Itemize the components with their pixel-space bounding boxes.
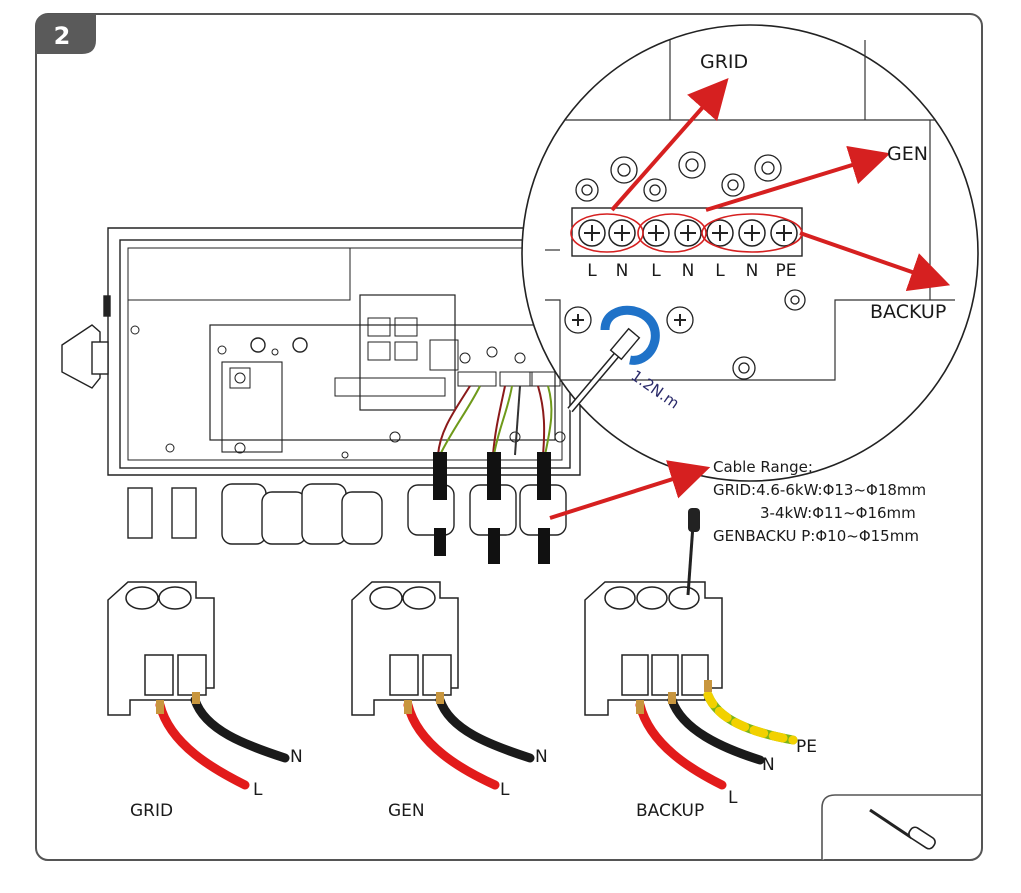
- terminal-letter: N: [682, 261, 695, 281]
- dc-switch: [61, 295, 111, 389]
- step-badge: 2: [36, 14, 96, 54]
- cable-range-line: 3-4kW:Φ11~Φ16mm: [760, 504, 916, 522]
- grid-wire-n: N: [290, 747, 303, 767]
- screwdriver-icon: [869, 808, 936, 850]
- callout-gen: GEN: [887, 143, 928, 165]
- terminal-letter: L: [715, 261, 725, 281]
- callout-grid: GRID: [700, 51, 748, 73]
- terminal-letter: N: [746, 261, 759, 281]
- diagram-frame: [35, 13, 983, 861]
- cable-range-spec: Cable Range: GRID:4.6-6kW:Φ13~Φ18mm 3-4k…: [713, 458, 926, 545]
- backup-wire-pe: PE: [796, 737, 817, 757]
- gen-wire-n: N: [535, 747, 548, 767]
- grid-caption: GRID: [130, 801, 173, 821]
- backup-caption: BACKUP: [636, 801, 704, 821]
- terminal-letter: PE: [776, 261, 797, 281]
- cable-range-line: GRID:4.6-6kW:Φ13~Φ18mm: [713, 481, 926, 499]
- cable-sleeves: [433, 452, 551, 564]
- backup-wire-l: L: [728, 788, 738, 808]
- gen-wire-l: L: [500, 780, 510, 800]
- cable-range-title: Cable Range:: [713, 458, 813, 476]
- gen-connector: L N GEN: [351, 581, 548, 821]
- backup-connector: L N PE BACKUP: [584, 508, 817, 821]
- inverter-unit: [107, 227, 581, 476]
- step-number: 2: [54, 22, 71, 50]
- terminal-labels: L N L N L N PE: [587, 261, 796, 281]
- gen-caption: GEN: [388, 801, 425, 821]
- terminal-letter: L: [651, 261, 661, 281]
- callout-arrows: [549, 78, 951, 520]
- inverter-wires: [437, 385, 553, 456]
- grid-connector: L N GRID: [107, 581, 303, 821]
- tool-box: [821, 794, 982, 860]
- zoom-detail: [521, 24, 979, 482]
- rotation-arrow: [600, 305, 660, 365]
- terminal-letter: L: [587, 261, 597, 281]
- terminal-letter: N: [616, 261, 629, 281]
- callout-backup: BACKUP: [870, 301, 946, 323]
- cable-range-line: GENBACKU P:Φ10~Φ15mm: [713, 527, 919, 545]
- backup-wire-n: N: [762, 755, 775, 775]
- grid-wire-l: L: [253, 780, 263, 800]
